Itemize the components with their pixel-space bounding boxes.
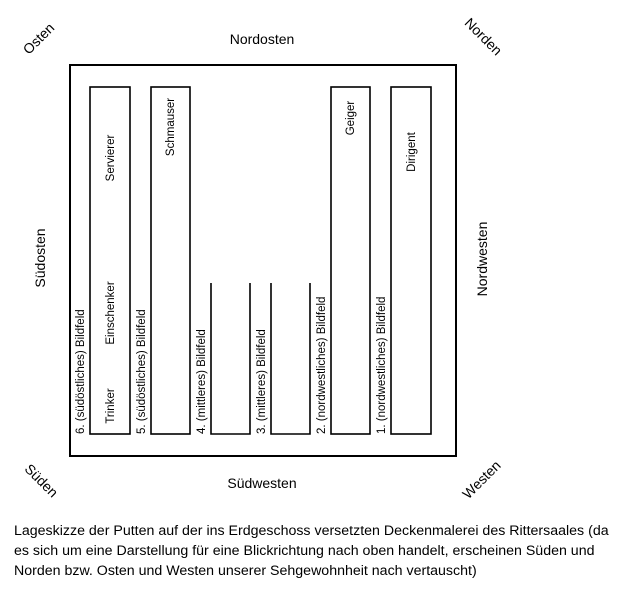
field-4-label: 4. (mittleres) Bildfeld <box>196 329 208 434</box>
field-3-box <box>270 283 311 435</box>
field-3-label: 3. (mittleres) Bildfeld <box>256 329 268 434</box>
label-osten: Osten <box>20 20 58 58</box>
label-suedwesten: Südwesten <box>227 475 296 491</box>
field-5-label: 5. (südöstliches) Bildfeld <box>136 309 148 434</box>
figure-dirigent: Dirigent <box>406 131 418 171</box>
field-6-box <box>89 86 131 435</box>
caption: Lageskizze der Putten auf der ins Erdges… <box>14 523 609 579</box>
figure-trinker: Trinker <box>105 388 117 424</box>
label-nordwesten: Nordwesten <box>474 222 490 297</box>
figure-geiger: Geiger <box>345 101 357 136</box>
field-2-label: 2. (nordwestliches) Bildfeld <box>316 297 328 434</box>
room-sketch: Nordosten Südwesten Südosten Nordwesten … <box>20 15 506 502</box>
label-norden: Norden <box>462 15 506 59</box>
label-suedosten: Südosten <box>32 228 48 287</box>
figure-einschenker: Einschenker <box>105 281 117 344</box>
figure-schmauser: Schmauser <box>165 98 177 156</box>
field-5-box <box>150 86 191 435</box>
field-1-box <box>390 86 432 435</box>
field-2-box <box>330 86 371 435</box>
field-4-box <box>210 283 251 435</box>
figure-servierer: Servierer <box>105 135 117 182</box>
room-frame <box>69 64 457 457</box>
label-nordosten: Nordosten <box>230 31 295 47</box>
field-6-label: 6. (südöstliches) Bildfeld <box>75 309 87 434</box>
label-westen: Westen <box>459 457 504 502</box>
label-sueden: Süden <box>22 460 62 500</box>
field-1-label: 1. (nordwestliches) Bildfeld <box>376 297 388 434</box>
